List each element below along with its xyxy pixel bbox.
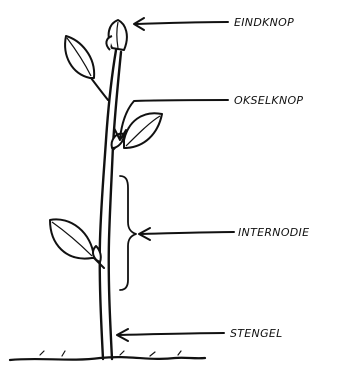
- stem: [100, 50, 121, 359]
- lower-left-leaf: [50, 219, 104, 268]
- upper-left-leaf: [65, 36, 108, 100]
- arrow-internodie: [139, 228, 234, 240]
- arrow-stengel: [117, 329, 224, 341]
- label-stengel: STENGEL: [230, 327, 283, 340]
- label-eindknop: EINDKNOP: [234, 16, 294, 29]
- terminal-bud: [106, 20, 127, 50]
- label-okselknop: OKSELKNOP: [234, 94, 303, 107]
- internode-bracket: [120, 176, 136, 290]
- label-internodie: INTERNODIE: [238, 226, 309, 239]
- arrow-eindknop: [134, 18, 228, 30]
- axillary-bud-leaf: [112, 113, 162, 150]
- ground: [10, 351, 205, 360]
